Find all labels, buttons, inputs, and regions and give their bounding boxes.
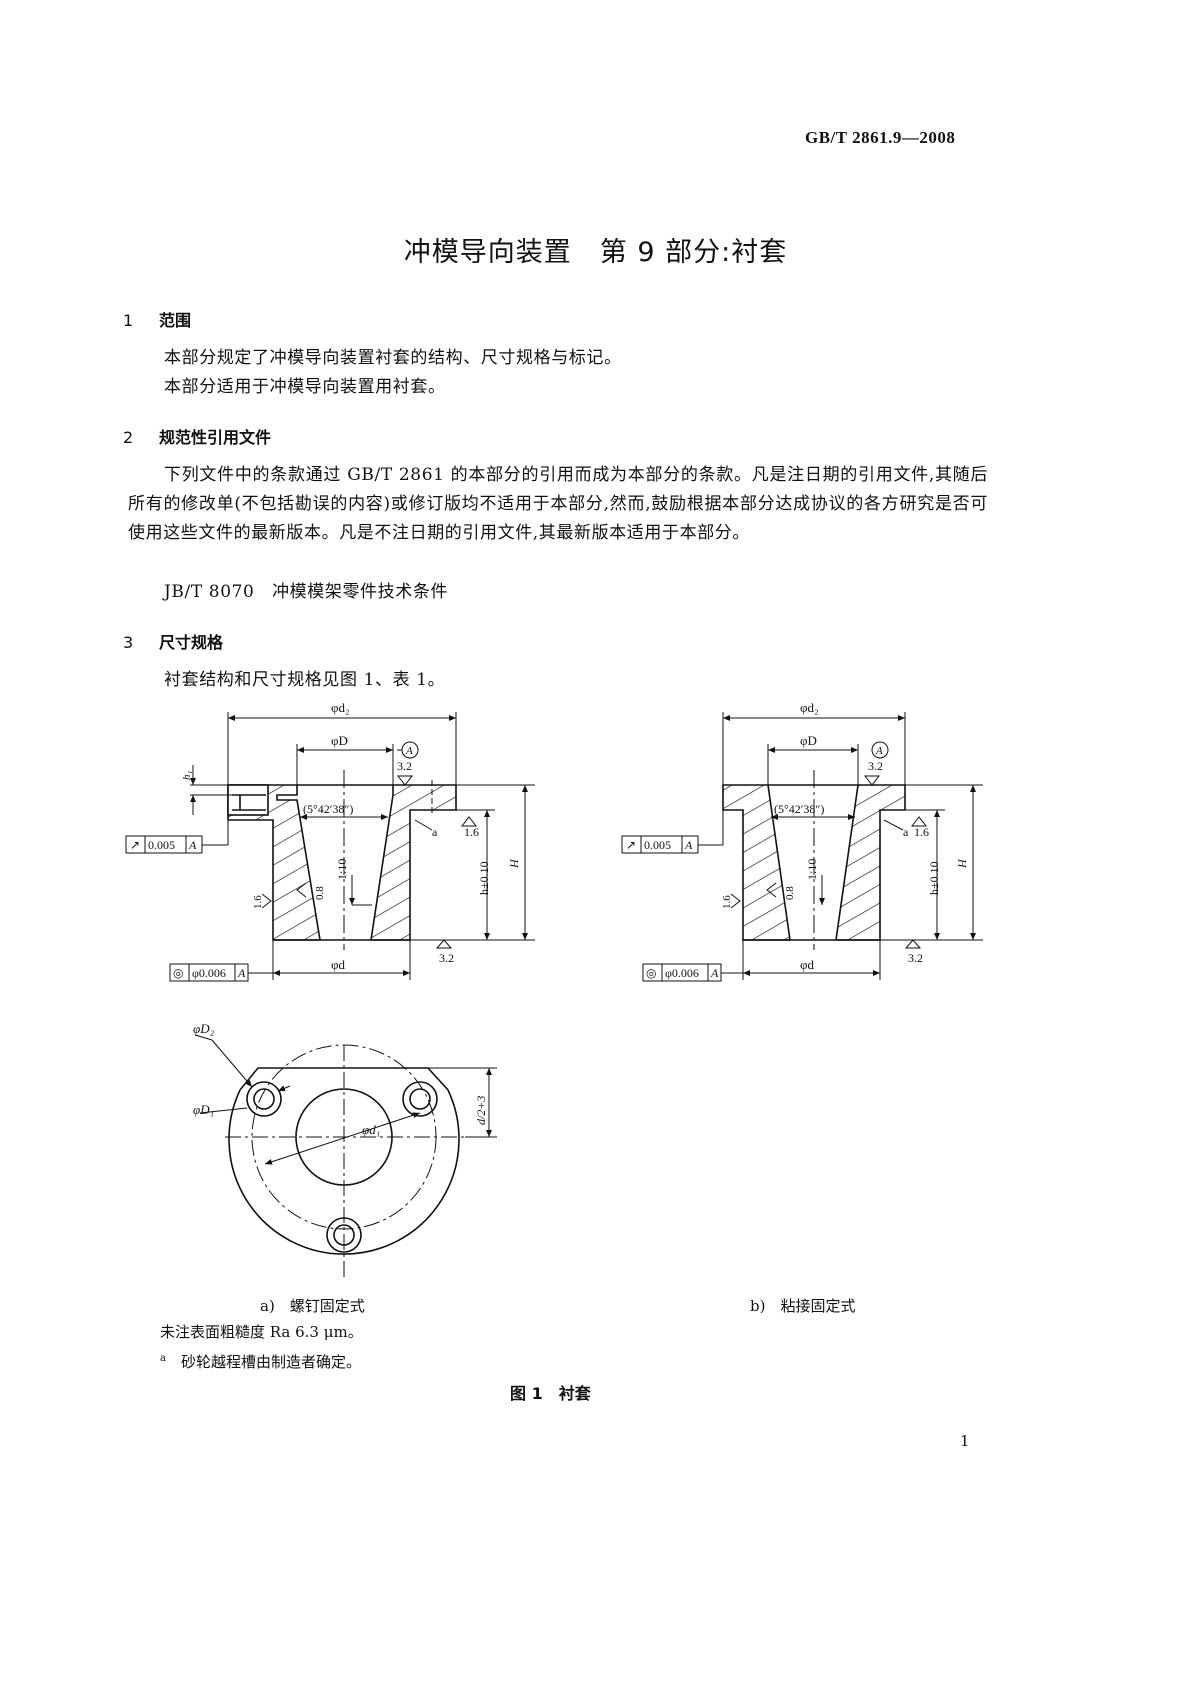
figure-1-drawing: φd₂ φD φd A 3.2 1.6 3.2 (5°42′38″) a 0.0… (125, 700, 983, 1280)
roughness-label: 0.8 (314, 886, 326, 900)
roughness-note: 未注表面粗糙度 Ra 6.3 μm。 (160, 1323, 363, 1341)
reference-code: JB/T 8070 (164, 582, 255, 602)
dim-phi-D: φD (331, 733, 348, 748)
dim-H: H (955, 858, 969, 869)
dim-h: h±0.10 (927, 861, 941, 895)
dim-H: H (507, 858, 521, 869)
roughness-label: 3.2 (908, 951, 923, 965)
bushing-top-view (225, 1044, 465, 1280)
runout-symbol: ↗ (130, 838, 140, 852)
angle-label: (5°42′38″) (303, 802, 353, 816)
roughness-label: 0.8 (784, 886, 796, 900)
section-3-heading: 3 尺寸规格 (123, 629, 223, 653)
dim-d-half: d/2+3 (474, 1096, 488, 1125)
dim-phi-d: φd (800, 957, 815, 972)
runout-symbol: ↗ (626, 838, 636, 852)
section-2-heading: 2 规范性引用文件 (123, 424, 271, 448)
bushing-section-screw-type (227, 770, 457, 950)
document-title: 冲模导向装置 第 9 部分:衬套 (403, 237, 788, 268)
section-1-paragraph: 本部分适用于冲模导向装置用衬套。 (164, 377, 446, 397)
roughness-label: 1.6 (464, 825, 479, 839)
section-1-paragraph: 本部分规定了冲模导向装置衬套的结构、尺寸规格与标记。 (164, 348, 622, 368)
page-number: 1 (960, 1432, 970, 1450)
section-number: 2 (123, 428, 134, 447)
datum-ref: A (237, 966, 246, 980)
section-title: 范围 (159, 311, 192, 330)
dim-phi-d2: φd₂ (800, 700, 819, 715)
section-number: 1 (123, 311, 134, 330)
footnote-mark: a (160, 1353, 166, 1364)
section-title: 尺寸规格 (159, 633, 224, 652)
concentric-tolerance: φ0.006 (192, 966, 226, 980)
datum-ref: A (710, 966, 719, 980)
caption-a: a) 螺钉固定式 (260, 1297, 365, 1315)
section-number: 3 (123, 633, 134, 652)
dim-h1: h₁ (181, 771, 193, 781)
roughness-label: 1.6 (721, 895, 733, 909)
dim-phi-D2: φD₂ (193, 1021, 215, 1036)
caption-b: b) 粘接固定式 (750, 1297, 856, 1315)
dim-phi-D: φD (800, 733, 817, 748)
reference-name: 冲模模架零件技术条件 (272, 582, 449, 602)
datum-ref: A (684, 838, 693, 852)
runout-tolerance: 0.005 (148, 838, 175, 852)
taper-label: 1:10 (335, 859, 349, 880)
section-title: 规范性引用文件 (159, 428, 272, 447)
dim-h: h±0.10 (477, 861, 491, 895)
datum-label: A (405, 745, 413, 757)
concentricity-symbol: ◎ (646, 966, 656, 980)
angle-label: (5°42′38″) (774, 802, 824, 816)
section-1-heading: 1 范围 (123, 307, 191, 331)
roughness-label: 1.6 (252, 895, 264, 909)
concentricity-symbol: ◎ (173, 966, 183, 980)
section-3-paragraph: 衬套结构和尺寸规格见图 1、表 1。 (164, 670, 446, 690)
footnote-text: 砂轮越程槽由制造者确定。 (180, 1353, 361, 1371)
figure-title: 图 1 衬套 (510, 1384, 591, 1403)
note-a-label: a (432, 825, 438, 839)
roughness-label: 3.2 (439, 951, 454, 965)
concentric-tolerance: φ0.006 (665, 966, 699, 980)
note-a-label: a (903, 825, 909, 839)
dim-phi-d: φd (331, 957, 346, 972)
roughness-label: 1.6 (914, 825, 929, 839)
footnote: a 砂轮越程槽由制造者确定。 (160, 1351, 361, 1372)
roughness-label: 3.2 (868, 759, 883, 773)
runout-tolerance: 0.005 (644, 838, 671, 852)
dim-phi-d1: φd₁ (362, 1122, 380, 1137)
section-2-paragraph: 下列文件中的条款通过 GB/T 2861 的本部分的引用而成为本部分的条款。凡是… (128, 465, 988, 543)
dim-phi-D1: φD₁ (193, 1102, 214, 1117)
taper-label: 1:10 (805, 859, 819, 880)
datum-ref: A (188, 838, 197, 852)
datum-label: A (875, 745, 883, 757)
dim-phi-d2: φd₂ (331, 700, 350, 715)
standard-number: GB/T 2861.9—2008 (805, 128, 956, 147)
normative-reference: JB/T 8070 冲模模架零件技术条件 (164, 578, 448, 607)
roughness-label: 3.2 (397, 759, 412, 773)
